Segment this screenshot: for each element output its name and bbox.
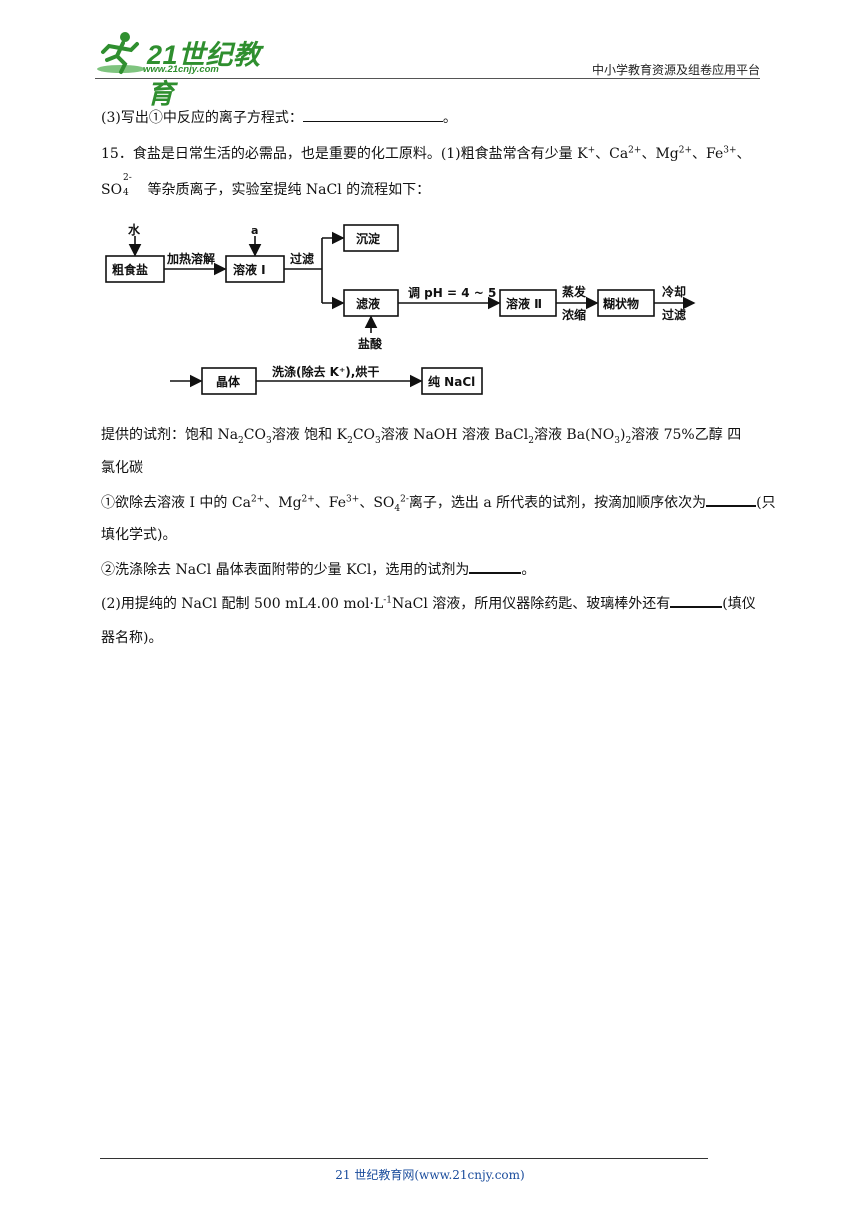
evaporate-label: 蒸发 <box>562 284 587 299</box>
runner-logo-icon <box>97 32 145 74</box>
subquestion-1: ①欲除去溶液 I 中的 Ca2+、Mg2+、Fe3+、SO42-离子，选出 a … <box>101 493 776 514</box>
filter-label: 过滤 <box>290 251 314 266</box>
heat-dissolve-label: 加热溶解 <box>166 251 215 266</box>
filter2-label: 过滤 <box>662 307 686 322</box>
subquestion-1-cont: 填化学式)。 <box>101 527 177 543</box>
answer-blank <box>469 560 522 574</box>
header-divider <box>95 78 760 79</box>
crystal-label: 晶体 <box>216 374 241 389</box>
reagents-line-2: 氯化碳 <box>101 460 143 476</box>
site-logo: 21世纪教育 www.21cnjy.com <box>95 30 265 109</box>
wash-label: 洗涤(除去 K⁺),烘干 <box>272 364 379 379</box>
answer-blank <box>706 493 757 507</box>
pure-nacl-label: 纯 NaCl <box>428 374 475 389</box>
precipitate-label: 沉淀 <box>356 231 381 246</box>
platform-name: 中小学教育资源及组卷应用平台 <box>591 63 760 77</box>
answer-blank <box>302 109 443 122</box>
water-label: 水 <box>128 222 141 237</box>
answer-blank <box>670 594 723 608</box>
logo-url: www.21cnjy.com <box>143 64 219 75</box>
part-2: (2)用提纯的 NaCl 配制 500 mL4.00 mol·L-1NaCl 溶… <box>101 594 756 612</box>
hcl-label: 盐酸 <box>358 336 383 351</box>
adjust-ph-label: 调 pH = 4 ~ 5 <box>408 286 496 300</box>
crude-salt-label: 粗食盐 <box>112 262 148 277</box>
subquestion-2: ②洗涤除去 NaCl 晶体表面附带的少量 KCl，选用的试剂为。 <box>101 560 536 578</box>
paste-label: 糊状物 <box>603 296 639 311</box>
question-3-prompt: (3)写出①中反应的离子方程式： <box>101 110 303 126</box>
question-15-intro: 15．食盐是日常生活的必需品，也是重要的化工原料。(1)粗食盐常含有少量 K+、… <box>101 145 751 162</box>
part-2-cont: 器名称)。 <box>101 630 163 646</box>
reagent-a-label: a <box>251 224 258 237</box>
logo-text: 21世纪教育 <box>147 40 261 109</box>
footer-divider <box>100 1158 708 1159</box>
purification-flowchart: 水 a 粗食盐 加热溶解 溶液 I 过滤 沉淀 滤液 调 pH = 4 ~ 5 … <box>100 218 710 398</box>
cool-label: 冷却 <box>662 284 686 299</box>
footer-text: 21 世纪教育网(www.21cnjy.com) <box>335 1168 525 1182</box>
page-header: 21世纪教育 www.21cnjy.com 中小学教育资源及组卷应用平台 <box>95 30 760 109</box>
reagents-line: 提供的试剂：饱和 Na2CO3溶液 饱和 K2CO3溶液 NaOH 溶液 BaC… <box>101 427 742 446</box>
solution-1-label: 溶液 I <box>233 262 266 277</box>
solution-2-label: 溶液 Ⅱ <box>506 296 542 311</box>
concentrate-label: 浓缩 <box>562 307 586 322</box>
question-3-line: (3)写出①中反应的离子方程式：。 <box>101 109 457 126</box>
filtrate-label: 滤液 <box>356 296 380 311</box>
